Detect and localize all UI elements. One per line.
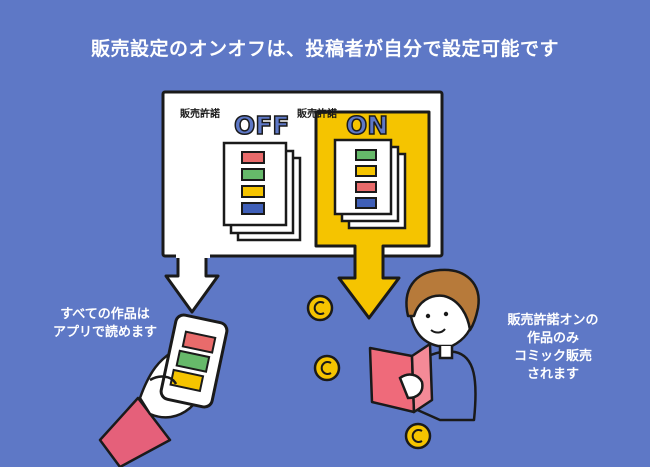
reader-person xyxy=(368,268,480,422)
note-line: されます xyxy=(526,367,579,382)
note-line: アプリで読めます xyxy=(52,325,157,340)
note-all-works: すべての作品は アプリで読めます xyxy=(30,306,180,342)
block-yellow xyxy=(241,185,265,198)
block-yellow xyxy=(355,165,377,177)
note-line: 販売許諾オンの xyxy=(507,313,599,328)
phone-hand xyxy=(98,313,229,467)
note-line: コミック販売 xyxy=(513,349,592,364)
note-sales-on: 販売許諾オンの 作品のみ コミック販売 されます xyxy=(488,312,618,384)
block-red xyxy=(355,181,377,193)
block-green xyxy=(355,149,377,161)
on-state-text: ON xyxy=(346,111,388,140)
off-page-stack xyxy=(222,141,302,242)
coin-icon xyxy=(313,354,341,382)
block-blue xyxy=(355,197,377,209)
block-red xyxy=(181,330,217,354)
block-yellow xyxy=(169,368,205,393)
note-line: すべての作品は xyxy=(60,307,150,322)
off-label: 販売許諾 xyxy=(180,107,220,120)
off-state-text: OFF xyxy=(234,111,289,140)
down-arrow-icon xyxy=(164,253,220,314)
block-green xyxy=(175,349,211,373)
block-red xyxy=(241,151,265,164)
on-label: 販売許諾 xyxy=(297,107,337,120)
block-blue xyxy=(241,202,265,215)
note-line: 作品のみ xyxy=(526,331,579,346)
on-page-stack xyxy=(333,138,407,230)
coin-icon xyxy=(404,422,432,450)
page-title: 販売設定のオンオフは、投稿者が自分で設定可能です xyxy=(90,38,559,60)
block-green xyxy=(241,168,265,181)
coin-icon xyxy=(306,294,334,322)
